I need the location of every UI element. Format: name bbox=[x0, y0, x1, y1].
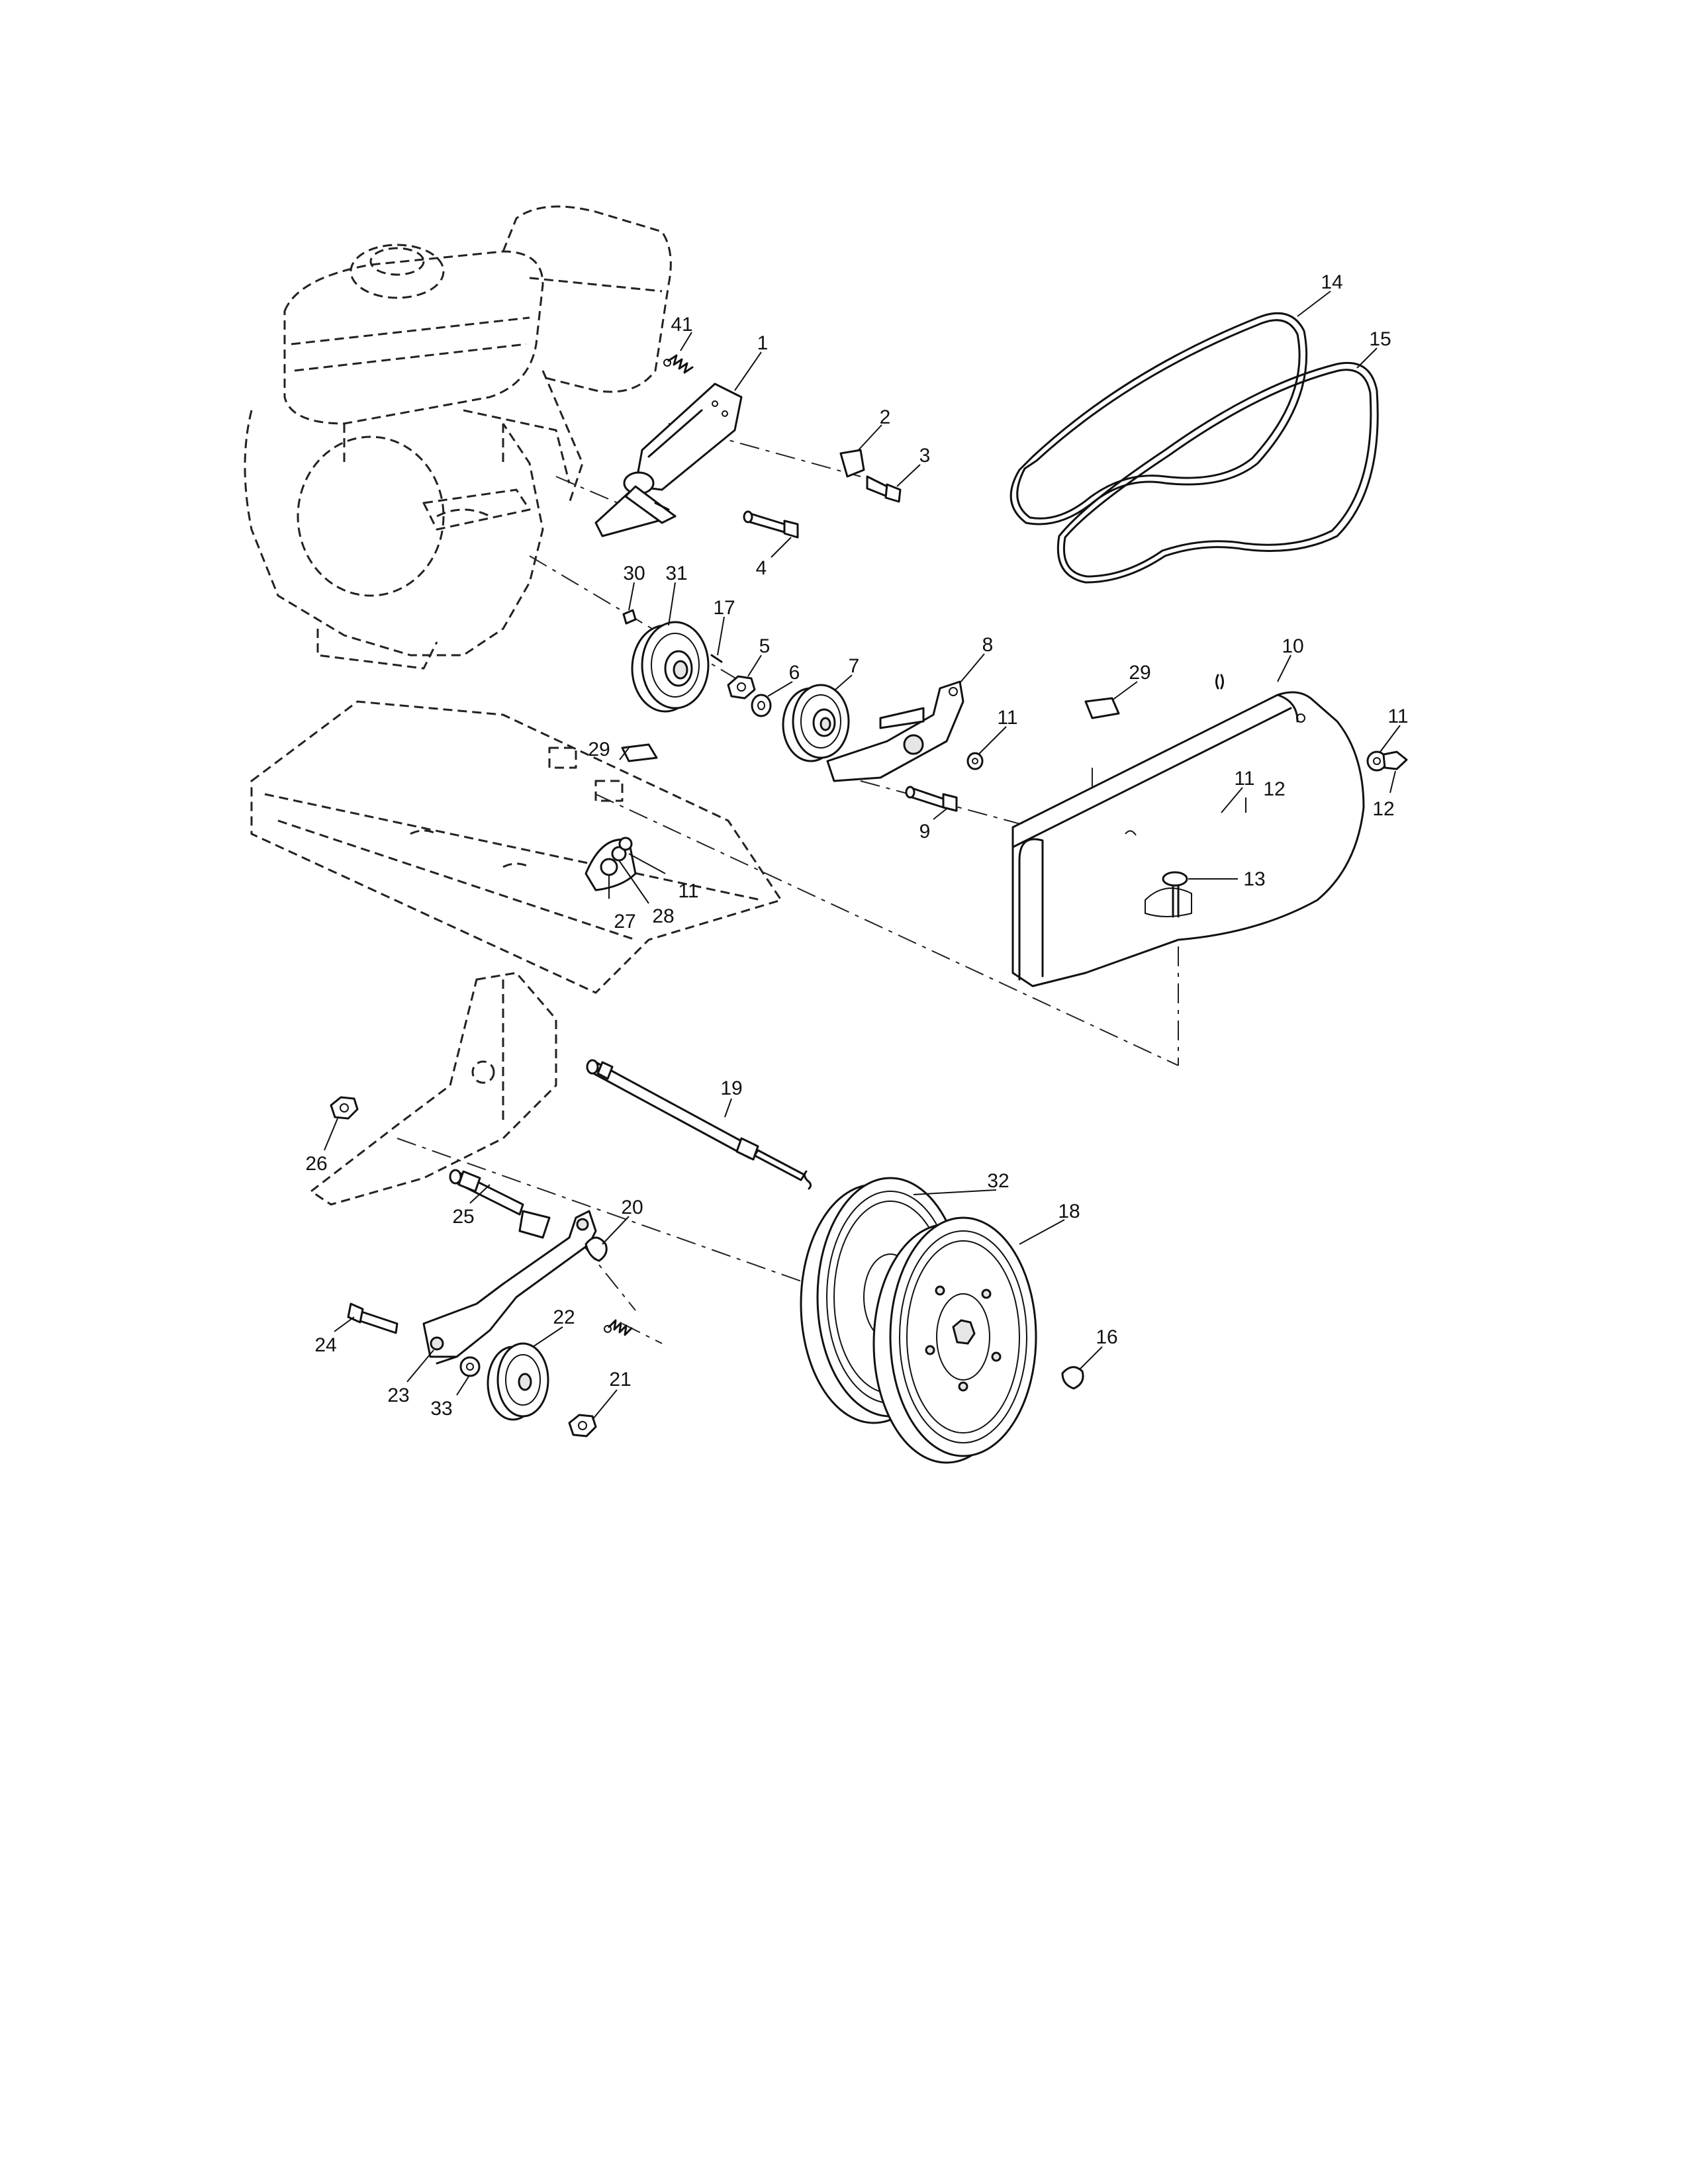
callout-26: 26 bbox=[305, 1153, 327, 1175]
bolt-part-13 bbox=[1162, 871, 1188, 918]
callout-29-left: 29 bbox=[588, 739, 610, 760]
spring-part-41 bbox=[663, 354, 694, 374]
belt-cover-part-10 bbox=[1011, 674, 1365, 987]
callout-10: 10 bbox=[1282, 635, 1303, 657]
callout-21: 21 bbox=[609, 1369, 631, 1390]
callout-24: 24 bbox=[314, 1334, 336, 1356]
callout-18: 18 bbox=[1058, 1201, 1080, 1222]
callout-27: 27 bbox=[614, 911, 635, 933]
callout-1: 1 bbox=[757, 332, 769, 354]
shaft-part-19 bbox=[586, 1059, 812, 1190]
belt-part-15 bbox=[1056, 361, 1379, 584]
spring-lower bbox=[604, 1319, 633, 1336]
callout-30: 30 bbox=[623, 563, 645, 584]
callout-11-right: 11 bbox=[1387, 705, 1408, 727]
callout-11-bracket: 11 bbox=[997, 707, 1017, 729]
callout-8: 8 bbox=[982, 634, 994, 656]
pulley-part-31 bbox=[631, 621, 710, 713]
clip-part-29 bbox=[621, 697, 1120, 762]
hardware-parts-27-28 bbox=[585, 837, 637, 891]
callout-6: 6 bbox=[789, 662, 800, 684]
bolt-part-3 bbox=[866, 475, 902, 503]
callout-16: 16 bbox=[1096, 1326, 1117, 1348]
pin-part-17 bbox=[710, 654, 723, 663]
washer-part-6 bbox=[751, 694, 772, 717]
callout-29-right: 29 bbox=[1129, 662, 1150, 684]
bolt-part-24 bbox=[347, 1302, 399, 1334]
pulley-part-18 bbox=[872, 1216, 1037, 1464]
callout-11-shield: 11 bbox=[678, 880, 698, 902]
callout-22: 22 bbox=[553, 1306, 575, 1328]
callout-5: 5 bbox=[759, 635, 771, 657]
callout-labels: 41 1 2 3 4 14 15 30 31 17 5 6 7 8 10 29 … bbox=[305, 271, 1408, 1420]
clip-part-20 bbox=[585, 1236, 608, 1262]
callout-32: 32 bbox=[987, 1170, 1009, 1192]
callout-2: 2 bbox=[880, 406, 891, 428]
callout-17: 17 bbox=[713, 597, 735, 619]
stud-part-25 bbox=[449, 1169, 524, 1216]
idler-arm-part-23 bbox=[422, 1210, 597, 1365]
callout-25: 25 bbox=[452, 1206, 474, 1228]
pulley-part-7 bbox=[782, 684, 850, 762]
idler-pulley-part-22 bbox=[487, 1342, 549, 1421]
callout-33: 33 bbox=[430, 1398, 452, 1420]
bolt-part-9 bbox=[905, 786, 958, 812]
callout-3: 3 bbox=[919, 445, 931, 467]
shield-outline bbox=[250, 700, 782, 994]
washer-part-33 bbox=[459, 1356, 481, 1377]
belt-part-14 bbox=[1009, 312, 1308, 525]
frame-outline bbox=[310, 972, 557, 1206]
callout-11-cover: 11 bbox=[1234, 768, 1254, 790]
callout-41: 41 bbox=[671, 314, 692, 336]
nut-part-26 bbox=[330, 1096, 359, 1120]
bolt-part-4 bbox=[743, 510, 799, 539]
bracket-part-8 bbox=[826, 680, 964, 782]
callout-28: 28 bbox=[652, 905, 674, 927]
callout-7: 7 bbox=[849, 655, 860, 677]
callout-4: 4 bbox=[756, 557, 767, 579]
callout-15: 15 bbox=[1369, 328, 1391, 350]
callout-9: 9 bbox=[919, 821, 931, 842]
nut-part-5 bbox=[727, 675, 756, 700]
callout-14: 14 bbox=[1321, 271, 1342, 293]
callout-leaders bbox=[324, 291, 1401, 1420]
callout-12-cover: 12 bbox=[1263, 778, 1285, 800]
callout-19: 19 bbox=[720, 1077, 742, 1099]
key-part-30 bbox=[622, 609, 637, 625]
callout-12-right: 12 bbox=[1372, 798, 1394, 820]
callout-31: 31 bbox=[665, 563, 687, 584]
bracket-part-1 bbox=[594, 383, 743, 537]
clip-part-2 bbox=[839, 449, 865, 478]
callout-20: 20 bbox=[621, 1197, 643, 1218]
clip-part-16 bbox=[1061, 1366, 1084, 1390]
engine-outline bbox=[244, 205, 672, 670]
callout-13: 13 bbox=[1243, 868, 1265, 890]
nut-part-21 bbox=[568, 1414, 597, 1437]
callout-23: 23 bbox=[387, 1385, 409, 1406]
